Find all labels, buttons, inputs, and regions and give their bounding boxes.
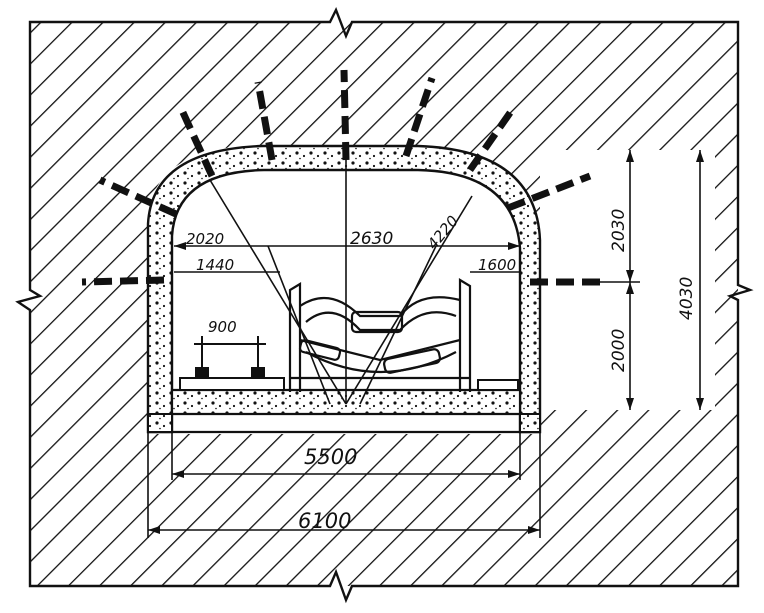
label-wall-height: 2000 — [609, 329, 629, 372]
dimension-lines — [147, 150, 701, 538]
label-track-gauge: 900 — [208, 318, 237, 336]
rock-bolts — [81, 69, 606, 286]
label-total-height: 4030 — [677, 277, 697, 320]
frame-border — [15, 7, 754, 604]
label-span-chord: 2630 — [350, 229, 393, 249]
track — [179, 336, 519, 391]
label-radius-left: 2020 — [186, 230, 224, 248]
label-total-width: 6100 — [298, 509, 351, 533]
rock-mass — [30, 22, 738, 586]
label-inner-width: 5500 — [304, 445, 357, 469]
label-right-offset: 1600 — [478, 256, 516, 274]
label-left-offset: 1440 — [196, 256, 234, 274]
dimension-arrows — [148, 150, 704, 534]
label-arch-rise: 2030 — [609, 209, 629, 252]
radius-lines — [209, 160, 473, 405]
